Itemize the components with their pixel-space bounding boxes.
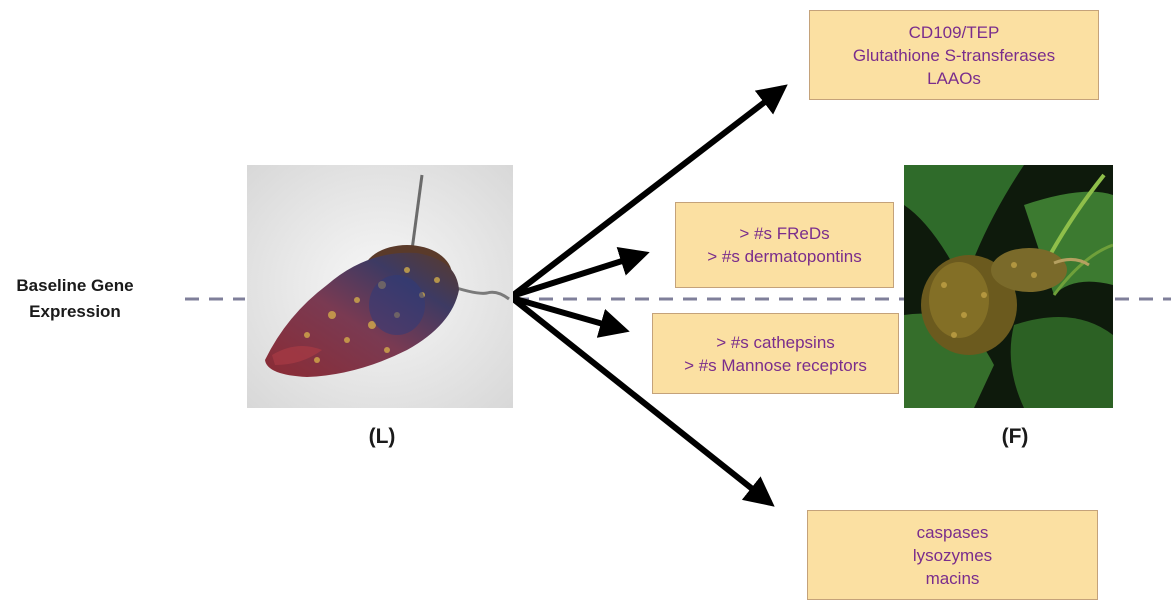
gene-item: > #s dermatopontins: [676, 245, 893, 268]
gene-item: LAAOs: [810, 67, 1098, 90]
gene-item: > #s FReDs: [676, 222, 893, 245]
field-snail-photo: [904, 165, 1113, 408]
upregulated-genes-box-top: CD109/TEP Glutathione S-transferases LAA…: [809, 10, 1099, 100]
gene-item: caspases: [808, 521, 1097, 544]
arrow-to-fred-box: [512, 254, 644, 296]
fred-dermatopontin-box: > #s FReDs > #s dermatopontins: [675, 202, 894, 288]
field-photo-caption: (F): [985, 425, 1045, 449]
baseline-label-line1: Baseline Gene: [0, 273, 150, 299]
gene-item: > #s Mannose receptors: [653, 354, 898, 377]
gene-item: CD109/TEP: [810, 21, 1098, 44]
baseline-label-line2: Expression: [0, 299, 150, 325]
downregulated-genes-box-bottom: caspases lysozymes macins: [807, 510, 1098, 600]
lab-snail-photo: [247, 165, 513, 408]
gene-item: lysozymes: [808, 544, 1097, 567]
gene-item: > #s cathepsins: [653, 331, 898, 354]
cathepsin-mannose-box: > #s cathepsins > #s Mannose receptors: [652, 313, 899, 394]
gene-item: macins: [808, 567, 1097, 590]
lab-photo-caption: (L): [352, 425, 412, 449]
gene-item: Glutathione S-transferases: [810, 44, 1098, 67]
baseline-gene-expression-label: Baseline Gene Expression: [0, 273, 150, 325]
